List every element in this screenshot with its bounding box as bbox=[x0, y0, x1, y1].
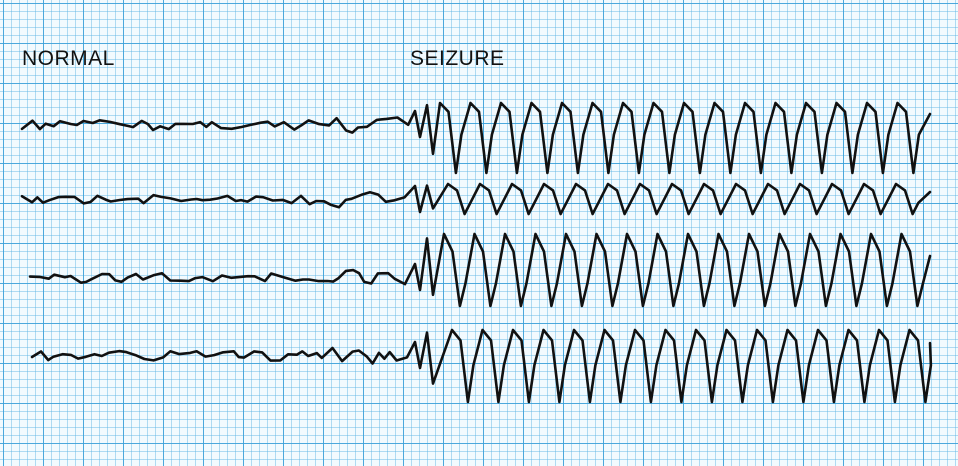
seizure-label: SEIZURE bbox=[410, 47, 505, 70]
eeg-trace-2 bbox=[20, 182, 932, 216]
eeg-trace-4 bbox=[30, 328, 933, 404]
eeg-trace-3 bbox=[28, 232, 932, 308]
normal-label: NORMAL bbox=[22, 47, 115, 70]
eeg-trace-1 bbox=[20, 101, 932, 175]
